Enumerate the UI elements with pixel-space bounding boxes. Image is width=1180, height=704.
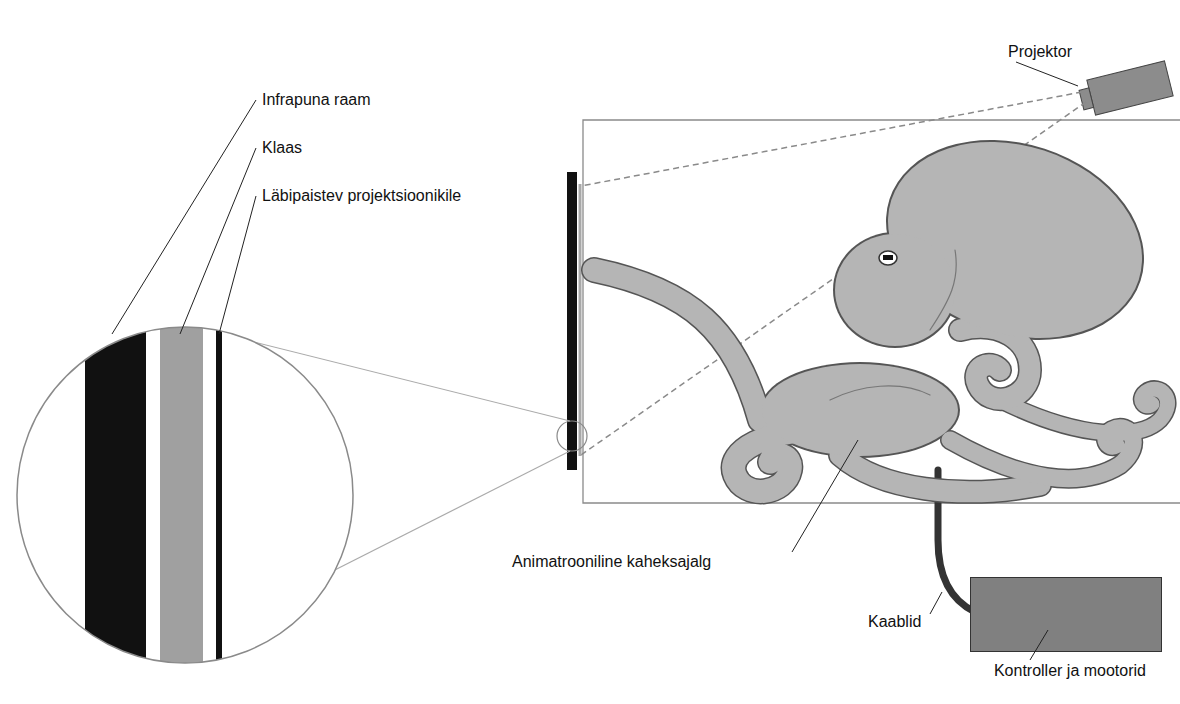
controller-label: Kontroller ja mootorid — [994, 661, 1146, 680]
zoom-marker — [557, 421, 587, 451]
infrared-frame — [567, 172, 577, 470]
leader-line — [1016, 62, 1078, 86]
part-label: Infrapuna raam — [262, 90, 371, 109]
part-label: Läbipaistev projektsioonikile — [262, 186, 461, 205]
zoom-detail — [0, 300, 360, 700]
animatronic-octopus — [594, 108, 1170, 492]
glass-pane — [579, 184, 582, 456]
leader-line — [219, 196, 256, 334]
zoom-circle — [17, 327, 353, 663]
part-label: Animatrooniline kaheksajalg — [512, 552, 711, 571]
controller-box: Kontroller ja mootorid — [970, 577, 1162, 652]
leader-line — [792, 440, 858, 552]
leader-line — [112, 100, 256, 334]
part-label: Klaas — [262, 138, 302, 157]
leader-line — [930, 592, 942, 614]
projector-label: Projektor — [1008, 42, 1072, 61]
leader-line — [180, 148, 256, 334]
part-label: Kaablid — [868, 612, 921, 631]
projector — [1077, 61, 1173, 118]
